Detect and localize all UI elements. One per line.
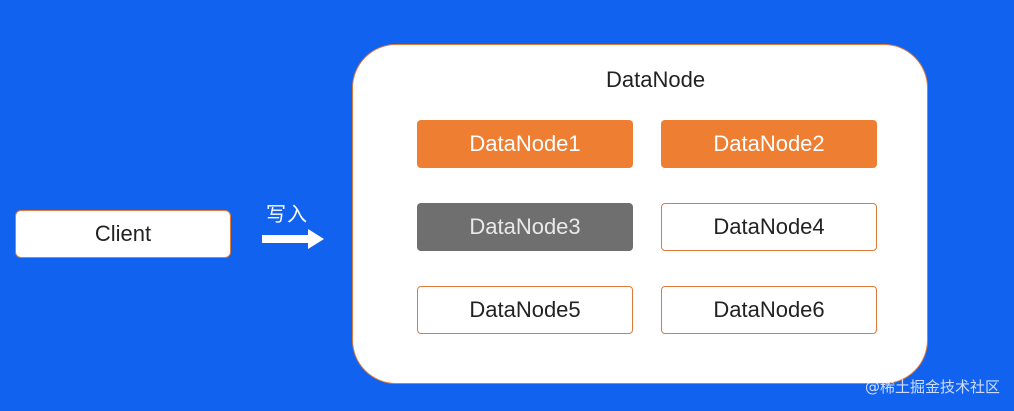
datanode-2-label: DataNode2 [713,131,825,156]
panel-title: DataNode [606,67,706,92]
datanode-1: DataNode1 [417,120,633,168]
datanode-4-label: DataNode4 [713,214,825,239]
datanode-3-label: DataNode3 [469,214,581,239]
datanode-5-label: DataNode5 [469,297,581,322]
client-label: Client [94,221,152,246]
datanode-panel: DataNode DataNode1 DataNode2 DataNode3 D… [352,44,928,384]
datanode-3: DataNode3 [417,203,633,251]
client-node: Client [15,210,231,258]
datanode-1-label: DataNode1 [469,131,581,156]
right-arrow-icon [262,229,324,249]
write-arrow-label: 写入 [266,202,308,226]
datanode-2: DataNode2 [661,120,877,168]
datanode-5: DataNode5 [417,286,633,334]
datanode-6-label: DataNode6 [713,297,825,322]
datanode-4: DataNode4 [661,203,877,251]
datanode-6: DataNode6 [661,286,877,334]
watermark: @稀土掘金技术社区 [864,378,1000,396]
